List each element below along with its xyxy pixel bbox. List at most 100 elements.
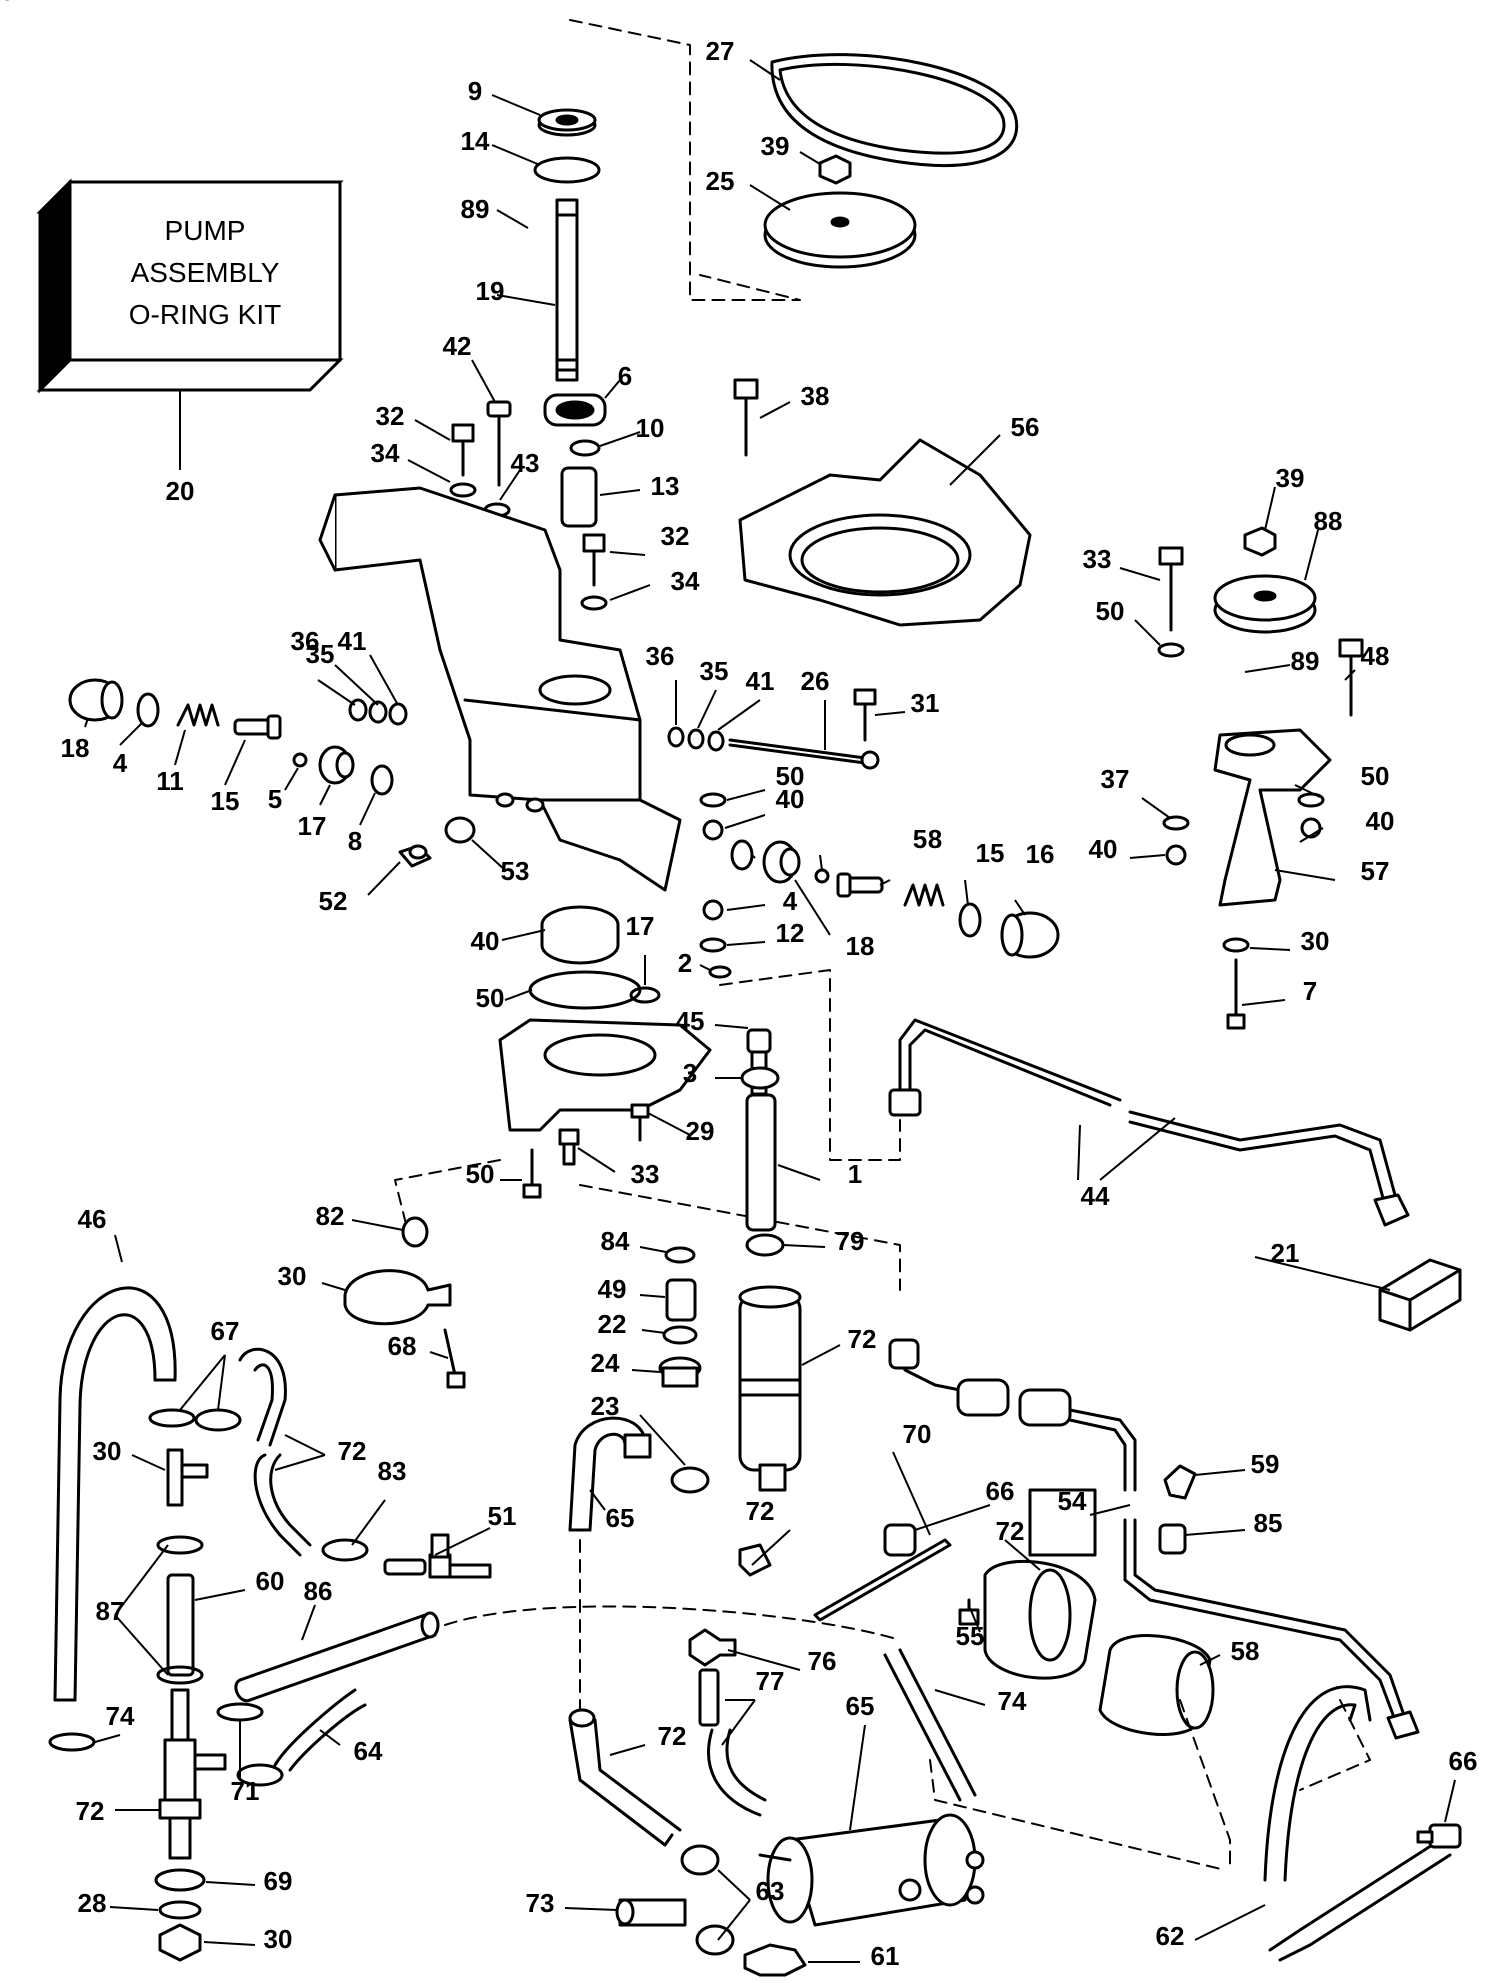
callout-number: 16	[1026, 839, 1055, 869]
clamp-72-b	[194, 1408, 242, 1432]
callout-number: 42	[443, 331, 472, 361]
callout-number: 4	[113, 748, 128, 778]
nut-39-right	[1243, 526, 1277, 557]
bolt-86	[958, 1598, 980, 1626]
callout-number: 89	[461, 194, 490, 224]
cap-23	[658, 1356, 702, 1388]
ball-5-left	[292, 752, 308, 768]
pump-housing	[318, 486, 682, 892]
callout-number: 34	[671, 566, 700, 596]
timing-dash-line	[569, 19, 801, 301]
hose-66-top	[568, 1416, 652, 1532]
cooler-69	[758, 1813, 985, 1927]
callout-number: 30	[1301, 926, 1330, 956]
callout-number: 48	[1361, 641, 1390, 671]
callout-number: 73	[526, 1888, 555, 1918]
nut-61	[158, 1923, 202, 1962]
drive-belt-27	[770, 53, 1019, 167]
callout-number: 56	[1011, 412, 1040, 442]
clamp-85	[738, 1543, 772, 1577]
ring-53	[444, 816, 476, 844]
dash-3	[719, 969, 901, 1161]
callout-number: 46	[78, 1204, 107, 1234]
callout-number: 40	[776, 784, 805, 814]
callout-number: 40	[1366, 806, 1395, 836]
callout-number: 34	[371, 438, 400, 468]
callout-number: 23	[591, 1391, 620, 1421]
hose-74-right	[883, 1648, 977, 1802]
callout-number: 44	[1081, 1181, 1110, 1211]
seal-9	[537, 108, 597, 137]
pulley-25	[763, 191, 917, 269]
callout-number: 1	[848, 1159, 862, 1189]
bolt-31	[853, 688, 877, 742]
callout-number: 7	[1303, 976, 1317, 1006]
callout-number: 33	[1083, 544, 1112, 574]
callout-number: 30	[278, 1261, 307, 1291]
screw-42	[486, 400, 512, 487]
bolt-38	[733, 378, 759, 457]
oring-21	[664, 1246, 696, 1264]
callout-number: 15	[211, 786, 240, 816]
spring-11	[176, 703, 220, 727]
callout-number: 5	[913, 824, 927, 854]
callout-number: 31	[911, 688, 940, 718]
callout-number: 72	[746, 1496, 775, 1526]
callout-number: 30	[264, 1924, 293, 1954]
hose-59	[238, 1347, 312, 1557]
parts-art	[48, 19, 1462, 1977]
fitting-44	[558, 1128, 580, 1166]
callout-number: 10	[636, 413, 665, 443]
callout-number: 2	[678, 948, 692, 978]
callout-number: 79	[836, 1226, 865, 1256]
callout-number: 89	[1291, 646, 1320, 676]
pulley-88	[1213, 574, 1317, 634]
callout-number: 43	[511, 448, 540, 478]
clamp-72-g	[216, 1702, 264, 1722]
callout-leaders	[84, 59, 1456, 1963]
callout-number: 72	[76, 1796, 105, 1826]
callout-number: 86	[304, 1576, 333, 1606]
callout-number: 66	[1449, 1746, 1478, 1776]
clamp-30-c	[670, 1466, 710, 1494]
washer-62	[158, 1900, 202, 1920]
nut-40-d	[702, 899, 724, 921]
nut-40-c	[702, 819, 724, 841]
filter-22	[665, 1278, 697, 1322]
bolt-32-right	[582, 533, 606, 587]
callout-number: 35	[306, 639, 335, 669]
valve-15-right	[836, 872, 884, 898]
washer-50-c	[1222, 937, 1250, 953]
callout-number: 38	[801, 381, 830, 411]
tube-51	[888, 1338, 1420, 1740]
callout-number: 19	[476, 276, 505, 306]
washer-63	[154, 1868, 206, 1892]
callout-number: 41	[338, 626, 367, 656]
hose-74-left	[234, 1611, 440, 1703]
hose-84	[53, 1286, 177, 1702]
callout-number: 60	[256, 1566, 285, 1596]
washer-50-a	[1157, 642, 1185, 658]
dash-7	[1179, 1699, 1231, 1871]
callout-number: 77	[756, 1666, 785, 1696]
bolt-32-left	[451, 423, 475, 477]
fitting-65-top	[166, 1448, 209, 1507]
dash-1	[394, 1159, 501, 1241]
bolt-70	[443, 1328, 466, 1389]
fitting-52	[398, 844, 432, 868]
oring-3	[528, 970, 642, 1010]
callout-number: 9	[468, 76, 482, 106]
callout-number: 33	[631, 1159, 660, 1189]
hose-73	[1263, 1685, 1452, 1962]
callout-number: 51	[488, 1501, 517, 1531]
ring-4-right	[958, 902, 982, 938]
grommet-79	[401, 1216, 429, 1248]
callout-number: 17	[626, 911, 655, 941]
callout-number: 50	[476, 983, 505, 1013]
callout-number: 63	[756, 1876, 785, 1906]
callout-number: 66	[986, 1476, 1015, 1506]
callout-number: 50	[466, 1159, 495, 1189]
callout-number: 22	[598, 1309, 627, 1339]
callout-number: 8	[348, 826, 362, 856]
callout-number: 53	[501, 856, 530, 886]
